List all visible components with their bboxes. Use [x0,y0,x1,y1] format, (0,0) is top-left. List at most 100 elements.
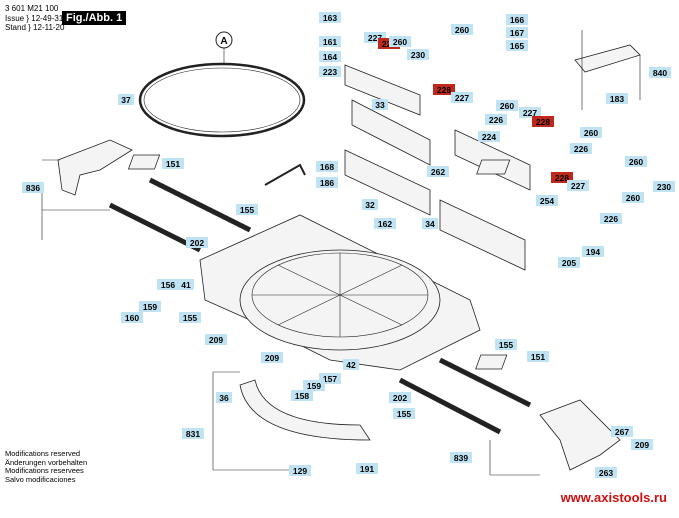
svg-text:260: 260 [626,193,640,203]
svg-text:159: 159 [143,302,157,312]
drawing [41,30,641,476]
svg-text:158: 158 [295,391,309,401]
part-label-32: 32 [362,199,378,210]
svg-text:183: 183 [610,94,624,104]
part-label-209: 209 [205,334,227,345]
hex-key-168 [264,163,306,186]
rail [108,202,202,253]
svg-text:162: 162 [378,219,392,229]
part-label-183: 183 [606,93,628,104]
svg-text:163: 163 [323,13,337,23]
svg-text:223: 223 [323,67,337,77]
svg-text:42: 42 [346,360,356,370]
svg-text:168: 168 [320,162,334,172]
svg-text:831: 831 [186,429,200,439]
svg-text:840: 840 [653,68,667,78]
svg-text:161: 161 [323,37,337,47]
handle-840 [574,44,641,73]
svg-text:227: 227 [455,93,469,103]
bevel-scale-36 [239,379,371,441]
part-label-155: 155 [393,408,415,419]
svg-text:839: 839 [454,453,468,463]
svg-text:226: 226 [489,115,503,125]
svg-text:227: 227 [571,181,585,191]
part-label-262: 262 [427,166,449,177]
part-label-227: 227 [451,92,473,103]
svg-text:155: 155 [183,313,197,323]
svg-text:224: 224 [482,132,496,142]
svg-text:166: 166 [510,15,524,25]
rail [398,377,502,435]
part-label-36: 36 [216,392,232,403]
part-label-260: 260 [622,192,644,203]
part-label-205: 205 [558,257,580,268]
part-label-33: 33 [372,99,388,110]
svg-text:36: 36 [219,393,229,403]
part-label-129: 129 [289,465,311,476]
part-label-167: 167 [506,27,528,38]
belt-37 [138,62,306,138]
part-label-260: 260 [496,100,518,111]
part-label-228: 228 [551,172,573,183]
part-label-37: 37 [118,94,134,105]
detail-marker-label: A [220,36,227,47]
part-label-836: 836 [22,182,44,193]
part-label-260: 260 [451,24,473,35]
svg-text:209: 209 [265,353,279,363]
fence-33 [351,99,431,166]
svg-text:202: 202 [190,238,204,248]
part-label-164: 164 [319,51,341,62]
svg-text:260: 260 [584,128,598,138]
part-label-267: 267 [611,426,633,437]
svg-text:164: 164 [323,52,337,62]
rail [438,357,532,408]
part-label-224: 224 [478,131,500,142]
part-label-41: 41 [178,279,194,290]
svg-text:167: 167 [510,28,524,38]
part-label-186: 186 [316,177,338,188]
svg-text:209: 209 [209,335,223,345]
svg-text:202: 202 [393,393,407,403]
fence-32 [344,149,431,216]
part-labels: 1631611642232272282602302601661671658401… [22,12,675,478]
part-label-159: 159 [303,380,325,391]
plate-151b [475,354,508,370]
svg-text:230: 230 [657,182,671,192]
svg-text:228: 228 [555,173,569,183]
part-number: 3 601 M21 100 [5,4,59,13]
part-label-226: 226 [485,114,507,125]
svg-text:33: 33 [375,100,385,110]
svg-text:254: 254 [540,196,554,206]
modifications-fr: Modifications reservees [5,466,84,475]
svg-text:209: 209 [635,440,649,450]
stand-date: Stand } 12-11-20 [5,23,65,32]
part-label-202: 202 [389,392,411,403]
part-label-161: 161 [319,36,341,47]
part-label-228: 228 [433,84,455,95]
part-label-191: 191 [356,463,378,474]
part-label-226: 226 [600,213,622,224]
part-label-194: 194 [582,246,604,257]
extension-839 [539,399,621,471]
part-label-34: 34 [422,218,438,229]
svg-text:34: 34 [425,219,435,229]
part-label-840: 840 [649,67,671,78]
svg-text:37: 37 [121,95,131,105]
part-label-159: 159 [139,301,161,312]
part-label-223: 223 [319,66,341,77]
part-label-209: 209 [631,439,653,450]
figure-title: Fig./Abb. 1 [62,11,127,25]
part-label-162: 162 [374,218,396,229]
fence-34 [439,199,526,271]
part-label-156: 156 [157,279,179,290]
part-label-155: 155 [236,204,258,215]
part-label-227: 227 [364,32,386,43]
part-label-155: 155 [179,312,201,323]
svg-text:41: 41 [181,280,191,290]
part-label-160: 160 [121,312,143,323]
part-label-165: 165 [506,40,528,51]
svg-text:228: 228 [437,85,451,95]
part-label-260: 260 [625,156,647,167]
modifications-es: Salvo modificaciones [5,474,76,484]
